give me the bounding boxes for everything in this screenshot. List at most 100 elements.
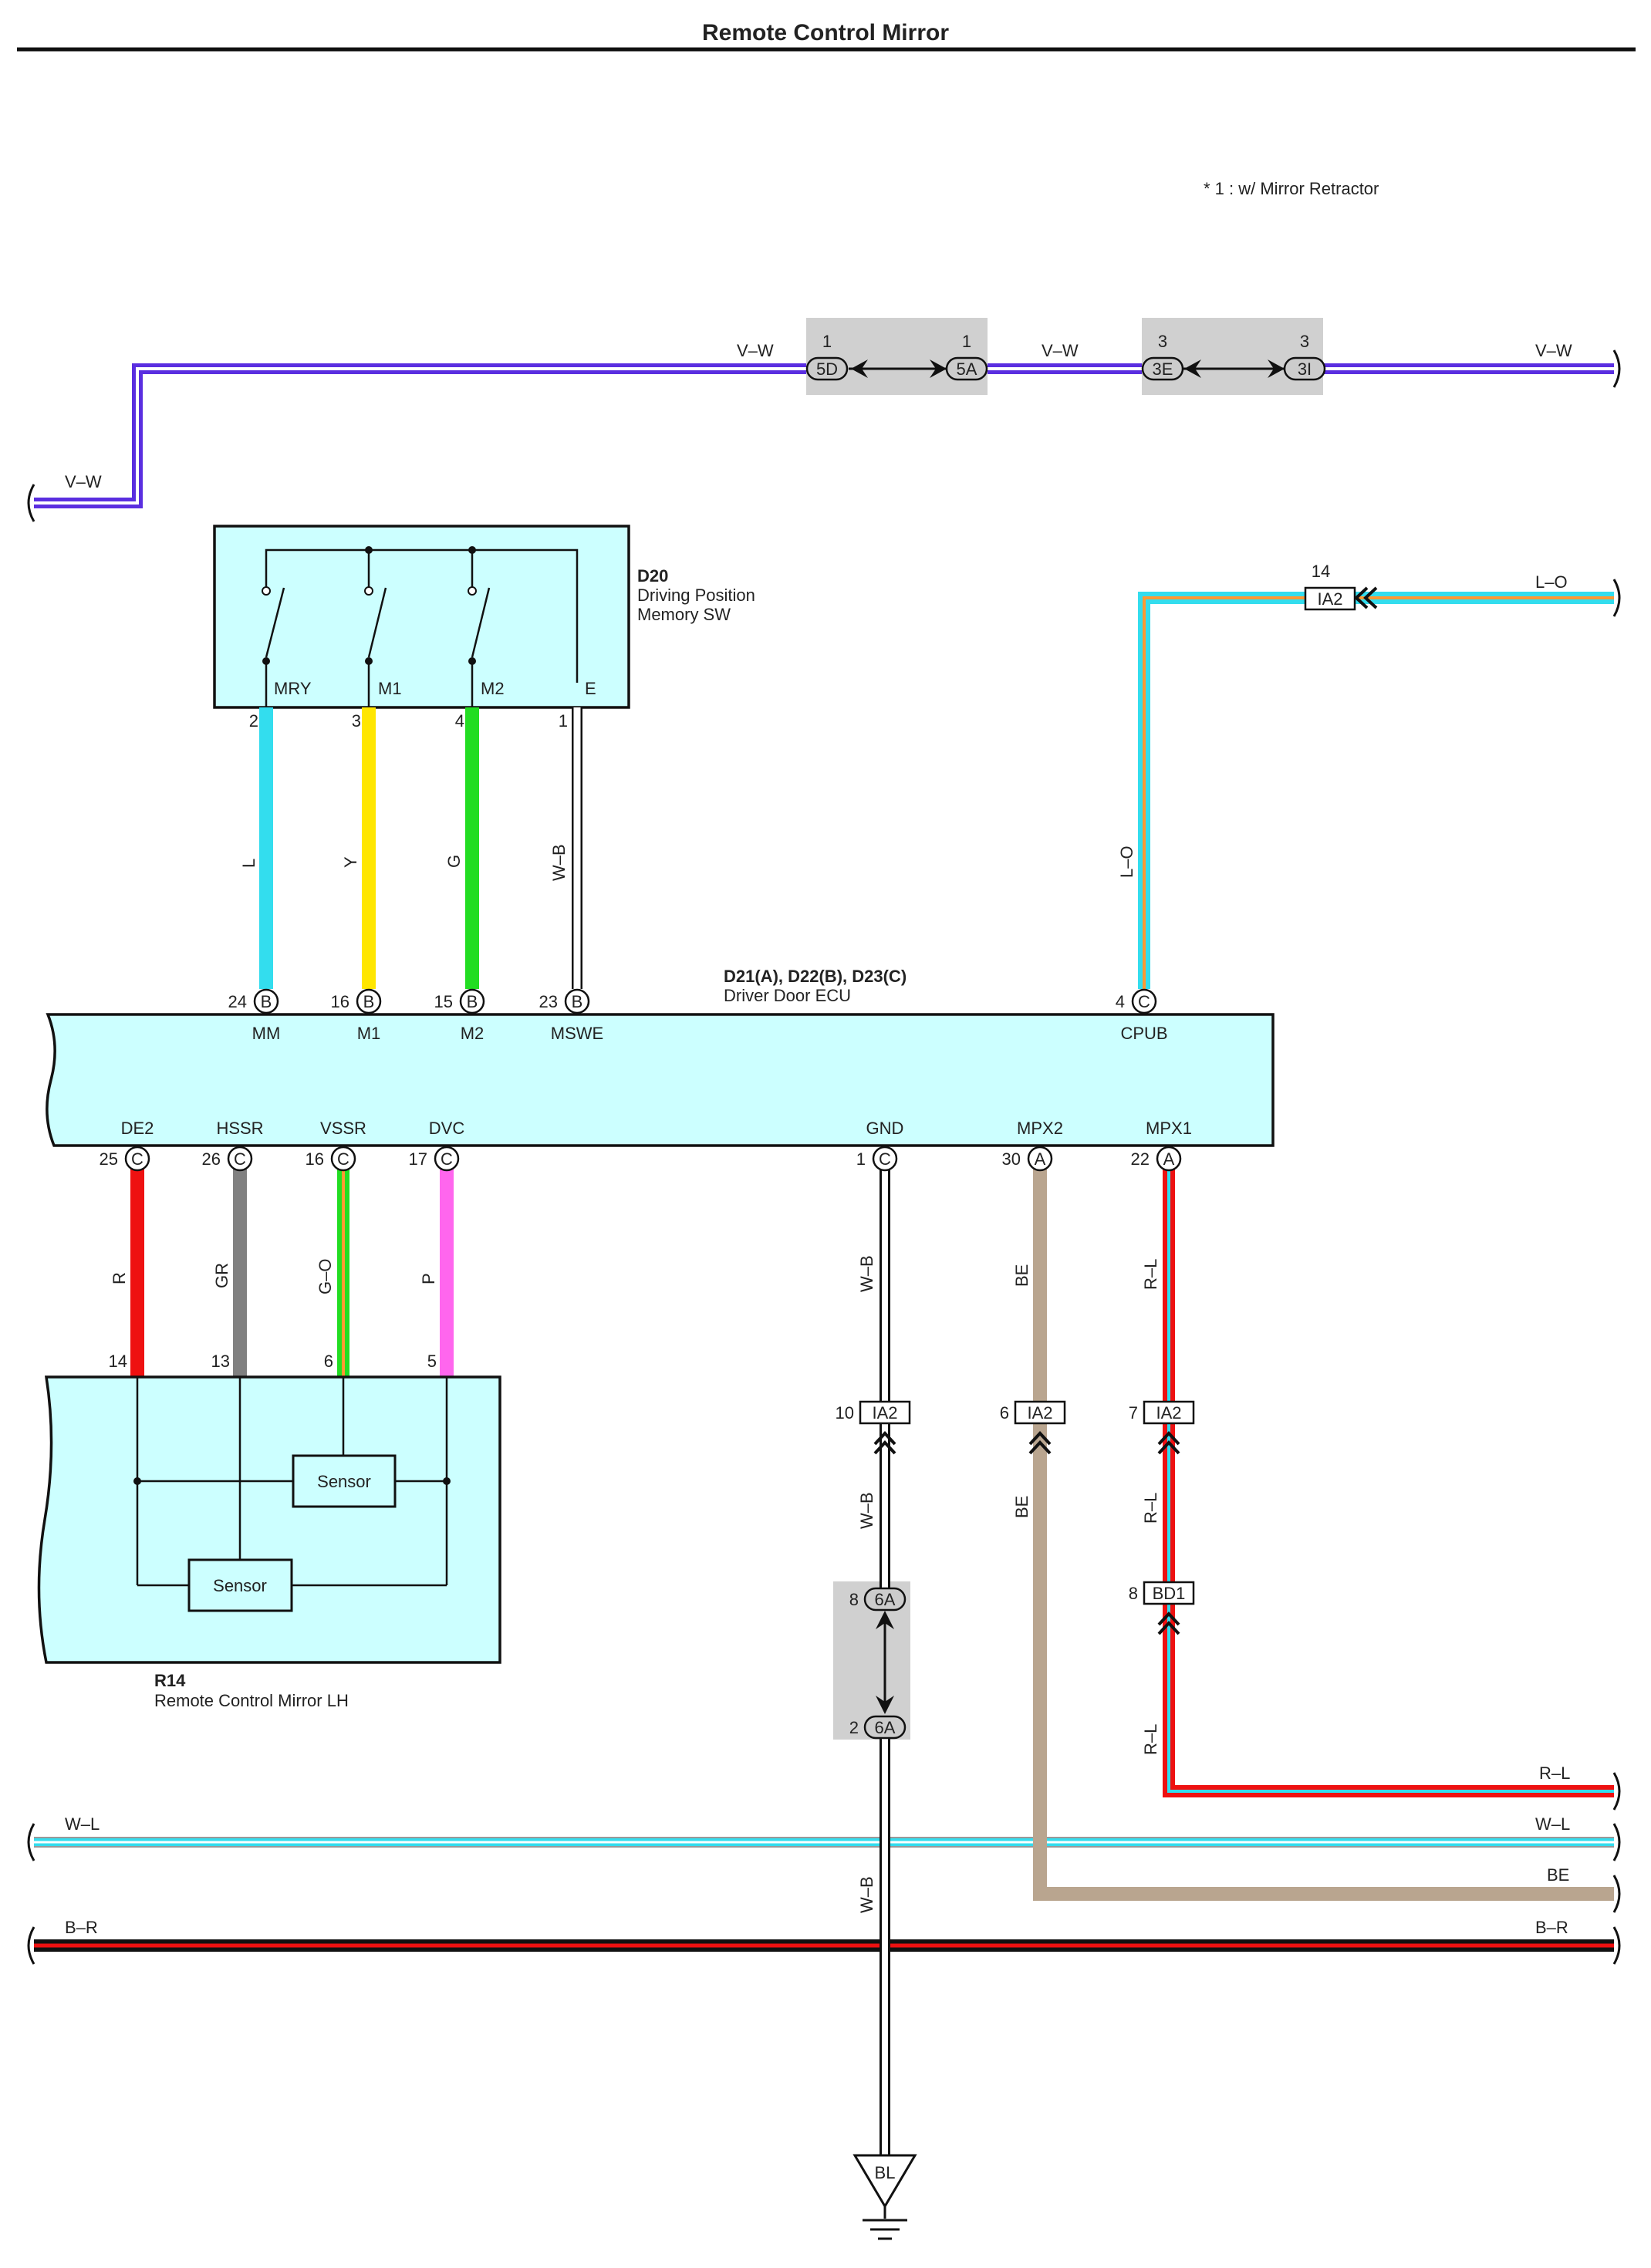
terminal-conn: B (363, 992, 375, 1011)
terminal-name: CPUB (1120, 1024, 1167, 1043)
wire-break-mark (27, 1926, 35, 1965)
r14-name: Remote Control Mirror LH (154, 1691, 349, 1710)
connector-ia2 (859, 1400, 911, 1425)
terminal-conn: B (261, 992, 272, 1011)
pin-number: 4 (1116, 992, 1125, 1011)
d20-name: Driving Position (637, 586, 755, 605)
pin-number: 8 (849, 1590, 859, 1609)
ecu-top-terminals: B 24 MM B 16 M1 B 15 M2 B 23 MSWE C 4 CP… (228, 988, 1168, 1043)
sensor-box (187, 1558, 293, 1612)
connector-bd1-label: BD1 (1153, 1584, 1186, 1603)
connector-5d (805, 356, 849, 381)
wire-color-be: BE (1012, 1496, 1031, 1518)
connector-ia2-label: IA2 (1027, 1403, 1052, 1423)
wire-color-wb: W–B (857, 1876, 876, 1913)
ground-label: BL (875, 2163, 896, 2182)
terminal-conn: C (234, 1149, 246, 1169)
wire-label-br: B–R (1535, 1918, 1568, 1937)
pin-number: 4 (455, 711, 464, 731)
connector-3e-label: 3E (1153, 359, 1173, 379)
pin-number: 14 (109, 1352, 127, 1371)
wire-color-wb: W–B (549, 844, 569, 881)
d20-wires: 2 3 4 1 L Y G W–B (239, 707, 582, 989)
mirror-wires: R GR G–O P (110, 1157, 454, 1377)
pin-number: 6 (1000, 1403, 1009, 1423)
pin-number: 2 (849, 1718, 859, 1737)
terminal-conn: C (441, 1149, 453, 1169)
wire-break-mark (1612, 579, 1621, 617)
connector-3e-pin: 3 (1158, 332, 1167, 351)
ecu-bottom-terminals: C 25 C 26 C 16 C 17 (100, 1146, 460, 1172)
pin-number: 2 (249, 711, 258, 731)
wire-break-mark (1612, 349, 1621, 388)
pin-number: 16 (331, 992, 349, 1011)
ground-symbol: BL (853, 2154, 917, 2240)
pin-number: 1 (856, 1149, 866, 1169)
wire-label-rl: R–L (1539, 1763, 1570, 1783)
pin-number: 30 (1002, 1149, 1021, 1169)
connector-bd1 (1143, 1581, 1195, 1605)
junction-5d-5a: 5D 1 5A 1 (805, 318, 988, 395)
terminal-m2: M2 (481, 679, 505, 698)
connector-ia2-label: IA2 (1317, 589, 1342, 609)
terminal-conn: C (1138, 992, 1150, 1011)
connector-ia2-label: IA2 (872, 1403, 897, 1423)
pin-number: 22 (1131, 1149, 1150, 1169)
terminal-name: MM (252, 1024, 281, 1043)
mpx1-wire: R–L R–L R–L R–L IA2 7 BD1 8 (1129, 1157, 1621, 1811)
ecu-name: Driver Door ECU (724, 986, 851, 1005)
sensor-label: Sensor (317, 1472, 371, 1491)
connector-3e (1141, 356, 1184, 381)
wire-color-rl: R–L (1141, 1259, 1160, 1290)
wire-break-mark (1612, 1772, 1621, 1811)
terminal-conn: C (337, 1149, 349, 1169)
terminal-name: HSSR (216, 1119, 263, 1138)
connector-ia2-label: IA2 (1156, 1403, 1181, 1423)
terminal-conn: C (879, 1149, 891, 1169)
terminal-name: DVC (429, 1119, 465, 1138)
pin-number: 17 (409, 1149, 427, 1169)
terminal-mry: MRY (274, 679, 312, 698)
wire-color-p: P (419, 1273, 438, 1284)
br-bus-wire: B–R B–R (27, 1918, 1621, 1965)
terminal-name: MSWE (551, 1024, 603, 1043)
terminal-e: E (585, 679, 596, 698)
wire-break-mark (1612, 1875, 1621, 1913)
terminal-name: DE2 (121, 1119, 154, 1138)
r14-mirror: Sensor Sensor 14 13 6 5 (37, 1352, 501, 1664)
wire-color-wb: W–B (857, 1492, 876, 1529)
r14-code: R14 (154, 1671, 186, 1690)
pin-number: 14 (1312, 562, 1330, 581)
connector-6a-label: 6A (875, 1590, 896, 1609)
terminal-name: GND (866, 1119, 904, 1138)
terminal-name: M2 (461, 1024, 484, 1043)
terminal-name: VSSR (320, 1119, 366, 1138)
connector-5a-pin: 1 (962, 332, 971, 351)
pin-number: 24 (228, 992, 247, 1011)
connector-6a (863, 1715, 907, 1740)
wire-break-mark (27, 1823, 35, 1861)
wire-color-rl: R–L (1141, 1493, 1160, 1524)
wire-label-vw: V–W (1042, 341, 1079, 360)
terminal-name: MPX2 (1017, 1119, 1063, 1138)
connector-6a (863, 1587, 907, 1612)
pin-number: 7 (1129, 1403, 1138, 1423)
wire-label-wl: W–L (65, 1814, 100, 1834)
wire-color-l: L (239, 859, 258, 868)
page-title: Remote Control Mirror (702, 20, 949, 46)
terminal-conn: A (1163, 1149, 1175, 1169)
sensor-box (292, 1454, 397, 1508)
ecu-bottom-terminal-names: DE2 HSSR VSSR DVC GND MPX2 MPX1 (121, 1119, 1192, 1138)
wire-color-y: Y (341, 856, 360, 868)
wire-label-lo: L–O (1117, 845, 1136, 878)
connector-5d-label: 5D (816, 359, 838, 379)
wire-color-be: BE (1012, 1264, 1031, 1287)
wire-label-wl: W–L (1535, 1814, 1570, 1834)
wire-break-mark (27, 484, 35, 522)
wire-color-rl: R–L (1141, 1724, 1160, 1755)
connector-3i-label: 3I (1298, 359, 1312, 379)
connector-5a (945, 356, 988, 381)
d20-memory-switch: MRY M1 M2 E (213, 525, 630, 709)
d20-code: D20 (637, 566, 668, 586)
wire-color-go: G–O (316, 1259, 335, 1294)
